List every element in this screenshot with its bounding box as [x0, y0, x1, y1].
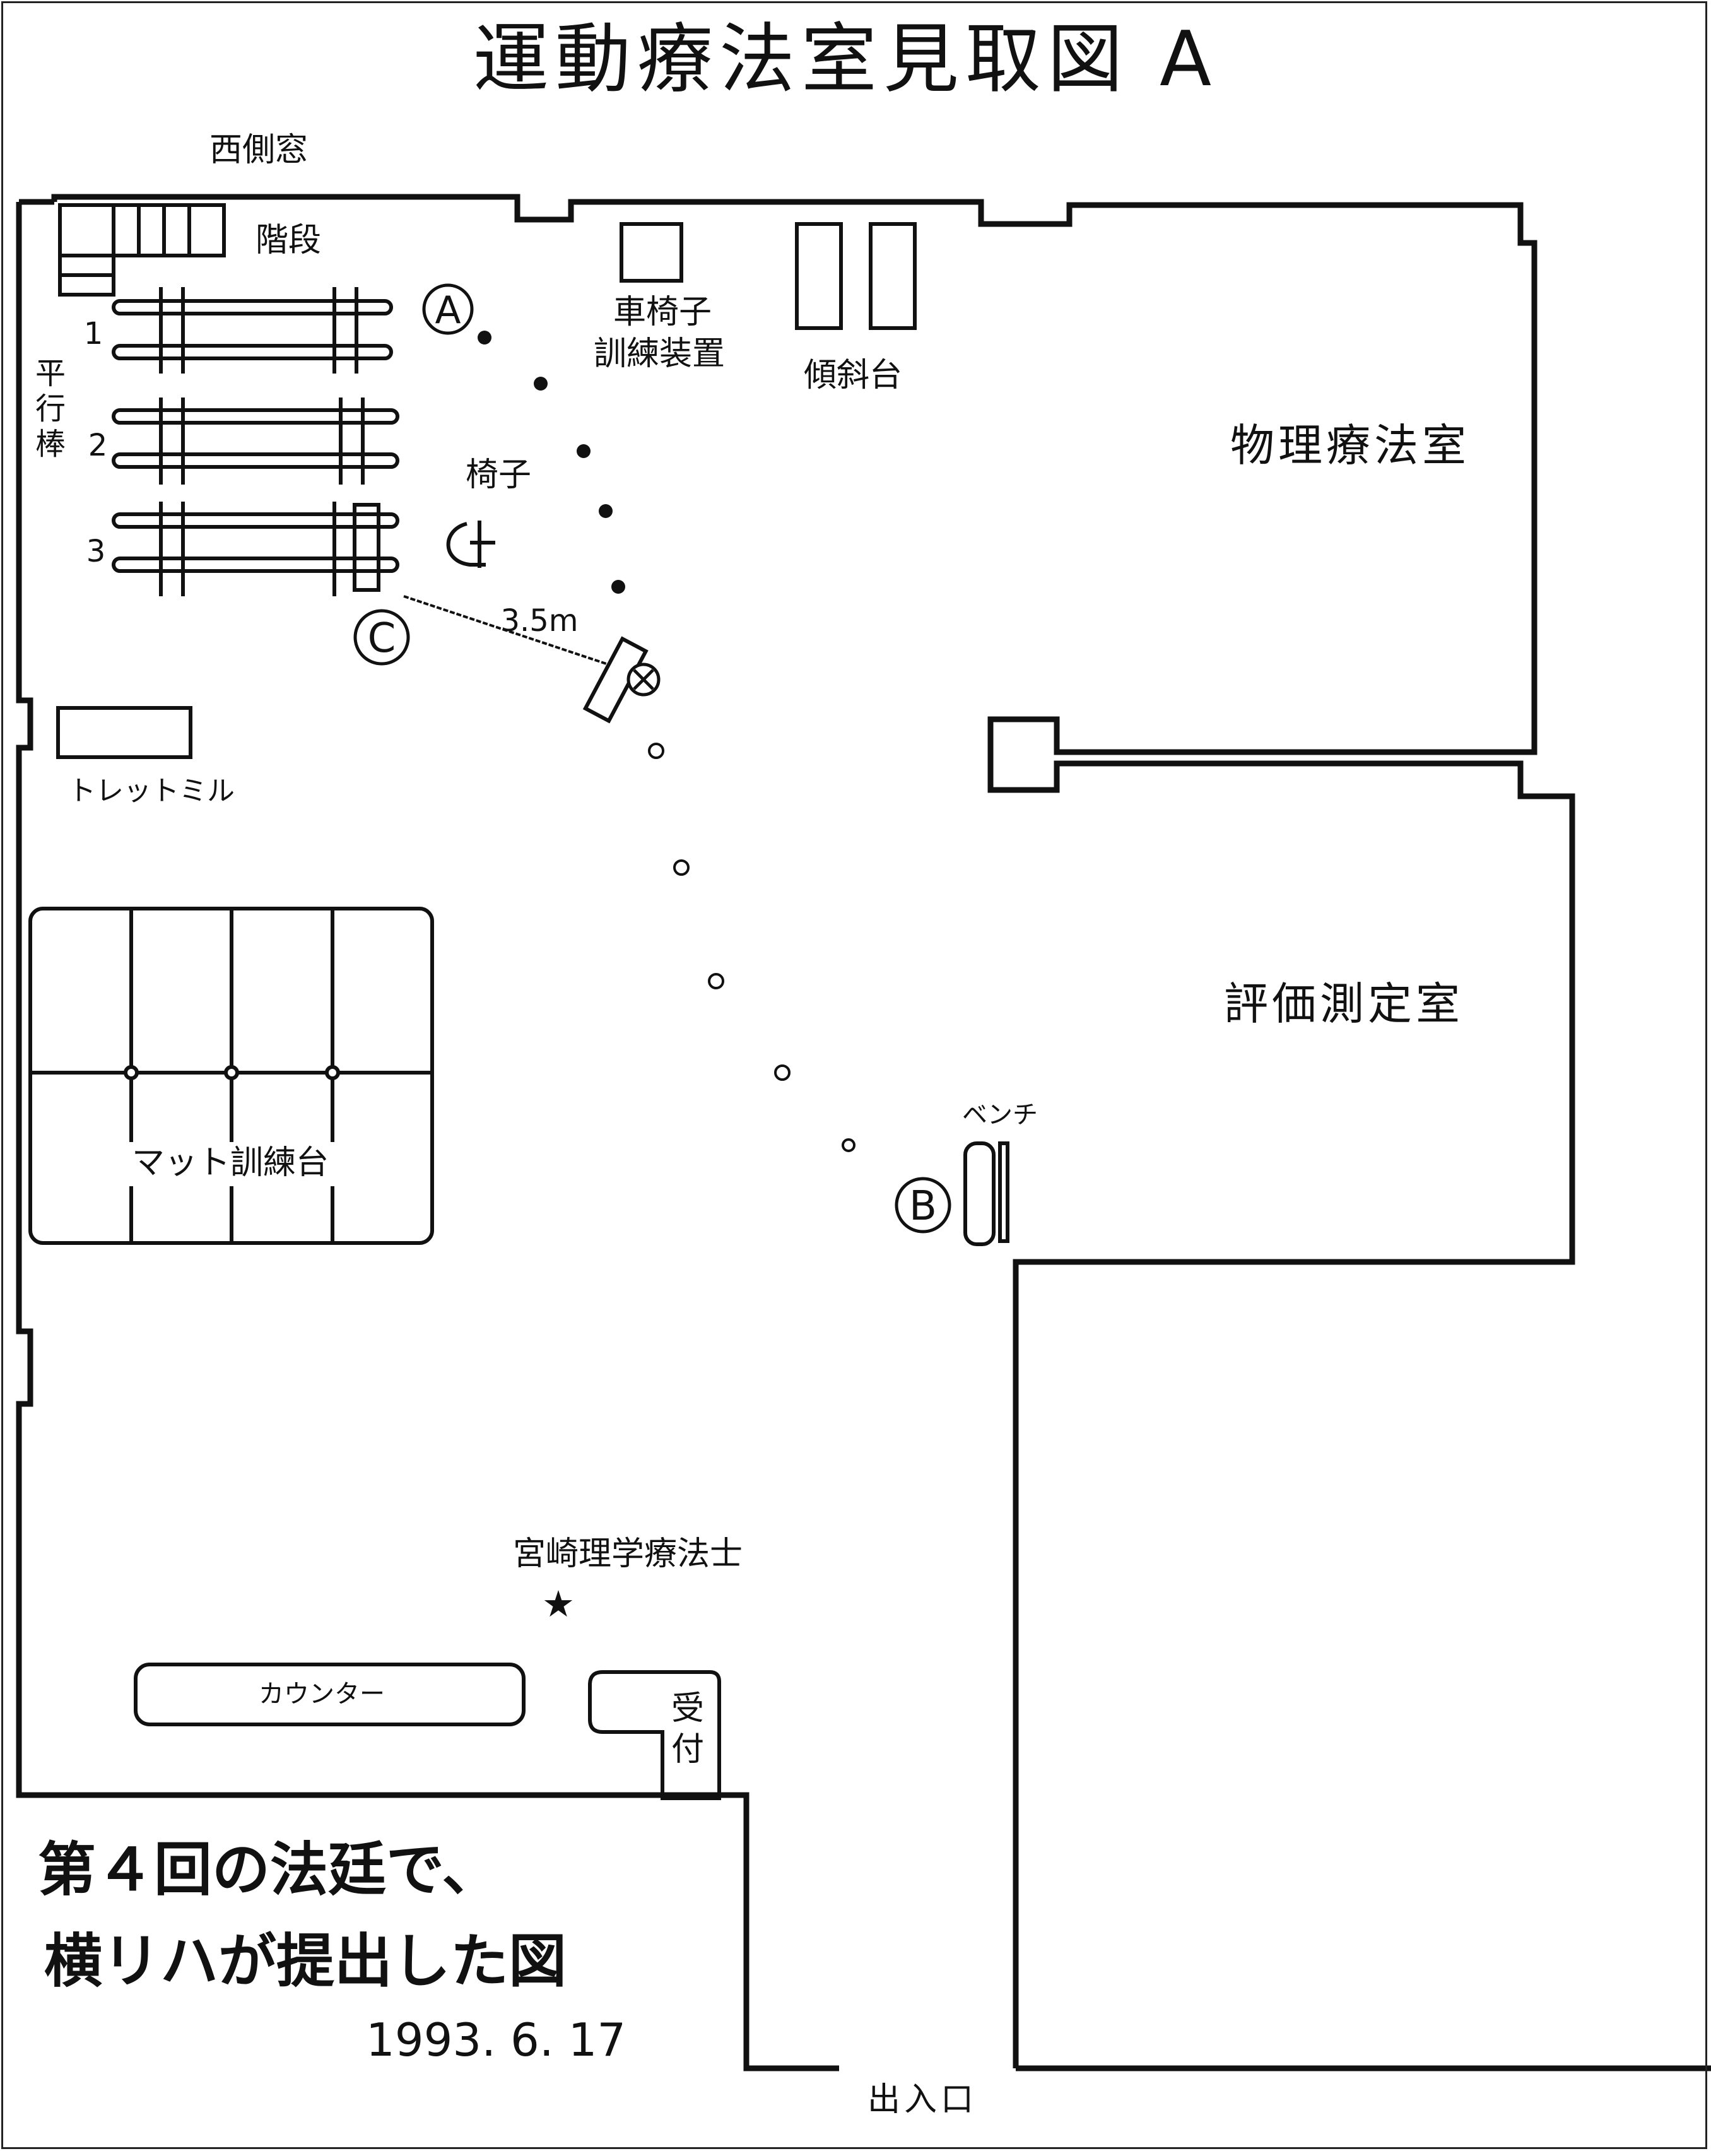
mat-table-label: マット訓練台	[132, 1144, 329, 1182]
parallel-bar-3	[112, 502, 399, 596]
outer-walls	[16, 194, 1711, 2071]
fall-position	[582, 636, 661, 724]
wheelchair-trainer-label-2: 訓練装置	[594, 335, 725, 373]
patient-path-open	[648, 743, 856, 1152]
wheelchair-trainer-label-1: 車椅子	[613, 293, 712, 331]
bar-number-1: 1	[84, 316, 103, 351]
parallel-bars-label: 平行棒	[30, 357, 65, 463]
distance-line	[403, 595, 622, 670]
distance-label: 3.5m	[500, 603, 578, 639]
marker-b: B	[895, 1177, 951, 1234]
marker-b-letter: B	[909, 1183, 937, 1230]
counter	[134, 1663, 526, 1726]
patient-path-filled	[478, 331, 625, 594]
mat-label-bg	[120, 1142, 334, 1186]
bench-label: ベンチ	[962, 1100, 1038, 1129]
bar-number-2: 2	[88, 428, 108, 463]
therapist-star-icon: ★	[542, 1582, 575, 1625]
treadmill	[56, 706, 192, 759]
mat-training-tables	[28, 907, 434, 1245]
parallel-bar-2	[112, 398, 399, 485]
pt-room-label: 物理療法室	[1230, 420, 1470, 471]
treadmill-label: トレットミル	[68, 775, 235, 807]
caption-line-1: 第４回の法廷で、	[38, 1836, 500, 1904]
stairs-label: 階段	[256, 221, 321, 259]
therapist-label: 宮崎理学療法士	[513, 1535, 743, 1573]
marker-c-letter: C	[368, 615, 396, 662]
marker-a-letter: A	[435, 288, 461, 333]
caption-date: 1993. 6. 17	[366, 2013, 626, 2066]
west-window-label: 西側窓	[209, 131, 308, 169]
reception-label-1: 受	[671, 1690, 704, 1728]
reception-desk	[588, 1670, 721, 1800]
wheelchair-trainer	[620, 222, 683, 283]
reception-label-2: 付	[671, 1731, 704, 1769]
eval-room-label: 評価測定室	[1224, 978, 1464, 1030]
chair-symbol	[446, 521, 495, 568]
counter-label: カウンター	[259, 1680, 385, 1709]
stairs	[58, 203, 226, 297]
tilt-table-label: 傾斜台	[804, 356, 902, 394]
chair-label: 椅子	[466, 456, 531, 494]
title: 運動療法室見取図 A	[473, 16, 1218, 103]
tilt-table	[795, 222, 917, 330]
marker-a: A	[422, 283, 474, 335]
marker-c: C	[353, 609, 410, 666]
bench	[963, 1141, 1009, 1246]
bar-number-3: 3	[86, 534, 106, 569]
parallel-bar-1	[112, 287, 393, 374]
caption-line-2: 横リハが提出した図	[44, 1928, 567, 1995]
entrance-label: 出入口	[867, 2081, 977, 2119]
